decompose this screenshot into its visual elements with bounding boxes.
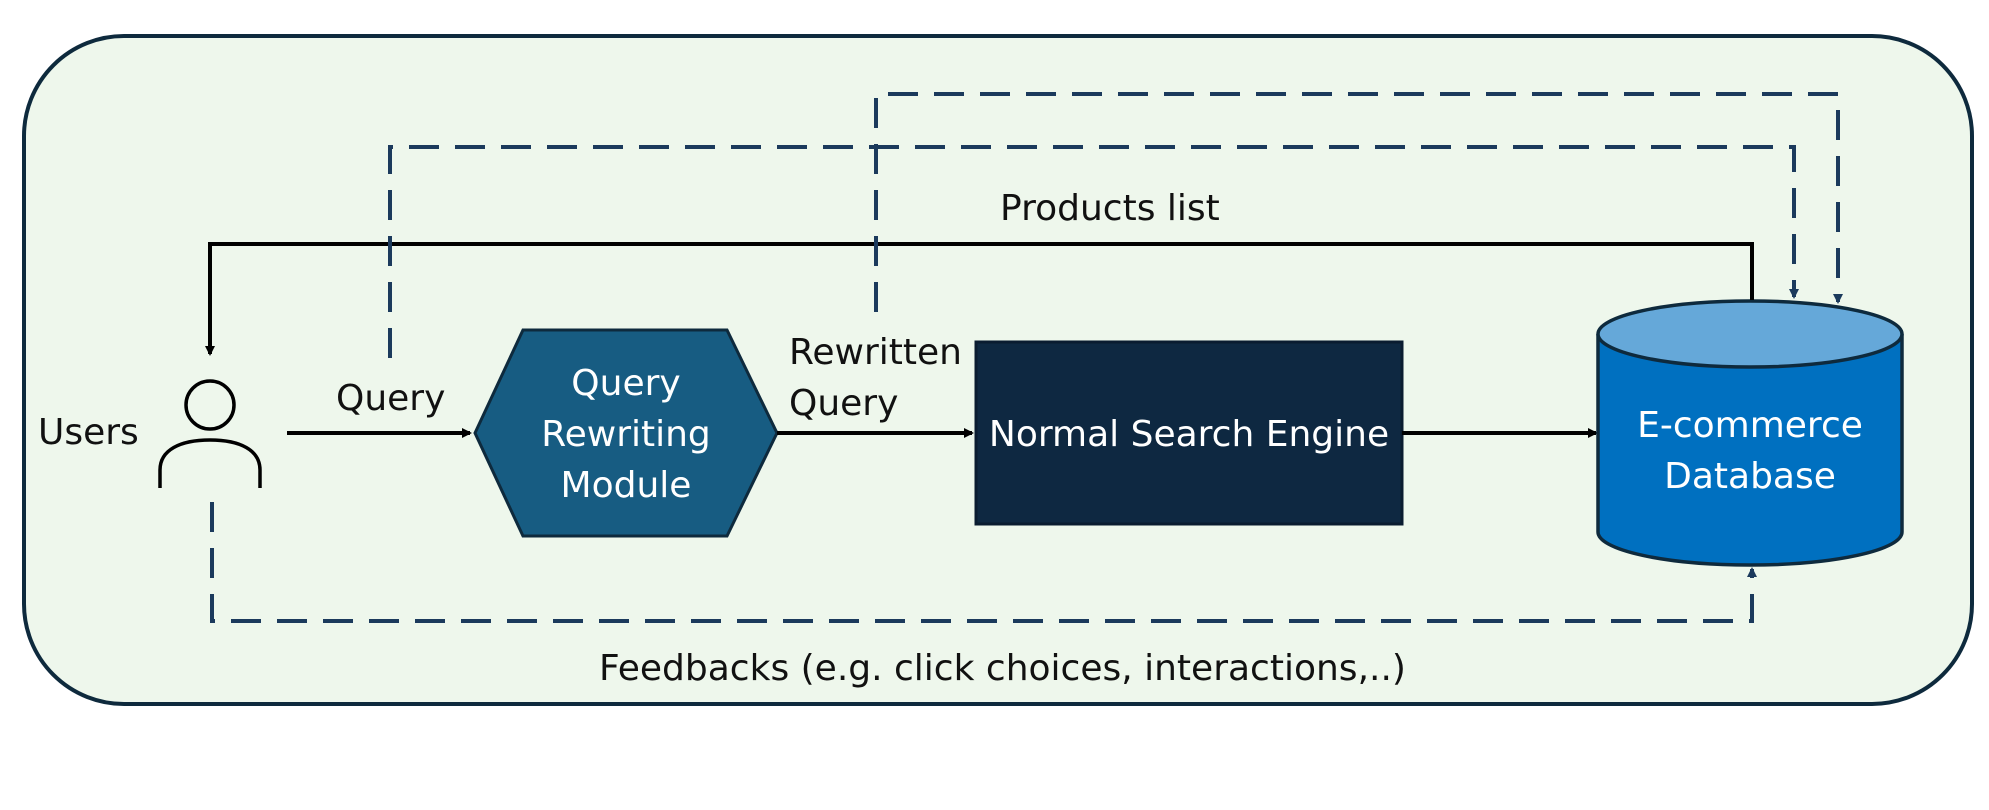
feedbacks-label: Feedbacks (e.g. click choices, interacti… [599,648,1406,689]
normal-search-engine: Normal Search Engine [974,340,1404,526]
ecommerce-database: E-commerce Database [1596,299,1904,567]
query-log-dashed-arrow [388,145,1799,358]
database-label-line-1: E-commerce [1637,405,1863,446]
rewritten-query-label-line-1: Rewritten [789,332,962,373]
query-rewriting-label-line-3: Module [561,465,692,506]
query-edge-label: Query [336,378,445,419]
query-rewriting-label-line-2: Rewriting [541,414,711,455]
rewritten-query-label-line-2: Query [789,383,898,424]
query-rewriting-module: Query Rewriting Module [473,328,779,538]
users-label: Users [38,412,139,453]
products-list-label: Products list [1000,188,1220,229]
rewritten-query-log-dashed-arrow [874,92,1843,312]
products-list-arrow [205,242,1754,356]
search-engine-label: Normal Search Engine [989,414,1389,455]
database-label-line-2: Database [1664,456,1836,497]
person-outline-icon [158,379,262,488]
query-rewriting-label-line-1: Query [571,363,680,404]
feedbacks-dashed-arrow [210,502,1757,623]
